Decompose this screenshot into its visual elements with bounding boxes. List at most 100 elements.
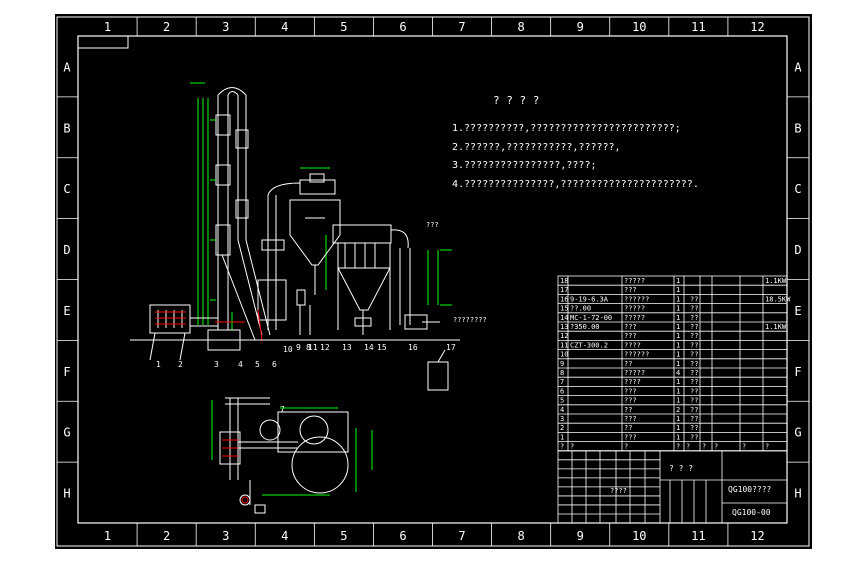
row-label-left: E: [63, 304, 70, 318]
parts-cell: 15: [560, 305, 568, 313]
parts-cell: 18: [560, 277, 568, 285]
parts-cell: 16: [560, 295, 568, 303]
row-label-left: D: [63, 243, 70, 257]
note-line-1: 1.??????????,????????????????????????;: [452, 123, 681, 134]
parts-cell: ???: [624, 286, 637, 294]
callout-4: 4: [238, 360, 243, 369]
column-label-top: 9: [577, 20, 584, 34]
dimension-lines: [160, 82, 452, 330]
column-label-bottom: 1: [104, 529, 111, 543]
parts-cell: 17: [560, 286, 568, 294]
callout-5: 5: [255, 360, 260, 369]
parts-header-cell: ?: [570, 443, 574, 451]
parts-cell: ??: [624, 424, 632, 432]
parts-header-cell: ?: [765, 443, 769, 451]
callout-6: 6: [272, 360, 277, 369]
column-label-top: 6: [399, 20, 406, 34]
air-heater: [149, 304, 218, 334]
cyclone-2: [289, 199, 341, 335]
parts-cell: ??: [690, 323, 698, 331]
drawing-title: QG100????: [728, 485, 772, 494]
parts-cell: ??: [690, 295, 698, 303]
callout-15: 15: [377, 343, 387, 352]
row-label-left: A: [63, 60, 71, 74]
plan-cyclone-circle: [299, 415, 329, 445]
row-label-right: D: [794, 243, 801, 257]
row-label-left: B: [63, 121, 70, 135]
row-label-right: C: [794, 182, 801, 196]
parts-header-cell: ?: [702, 443, 706, 451]
parts-header-cell: ?: [686, 443, 690, 451]
row-label-right: A: [794, 60, 802, 74]
exhaust-pipe: [390, 229, 440, 330]
parts-cell: 1: [676, 277, 680, 285]
parts-header-cell: ?: [742, 443, 746, 451]
column-label-bottom: 3: [222, 529, 229, 543]
plan-collector-circle: [291, 436, 349, 494]
parts-cell: ??: [690, 433, 698, 441]
parts-cell: 1.1KW: [765, 323, 787, 331]
parts-cell: ???: [624, 433, 637, 441]
parts-cell: 1: [676, 415, 680, 423]
column-label-bottom: 11: [691, 529, 705, 543]
column-label-top: 3: [222, 20, 229, 34]
parts-cell: 9: [560, 360, 564, 368]
parts-cell: 3: [560, 415, 564, 423]
side-label: ????????: [453, 316, 487, 324]
row-label-right: E: [794, 304, 801, 318]
column-label-bottom: 4: [281, 529, 288, 543]
parts-cell: ??: [690, 332, 698, 340]
parts-cell: 1: [676, 332, 680, 340]
callout-17: 17: [446, 343, 456, 352]
row-label-left: F: [63, 365, 70, 379]
callout-10: 10: [283, 345, 293, 354]
corner-box: [77, 35, 129, 49]
parts-cell: ???: [624, 415, 637, 423]
parts-cell: ??: [690, 314, 698, 322]
parts-cell: ??: [624, 406, 632, 414]
row-label-left: C: [63, 182, 70, 196]
plan-view: [211, 397, 373, 514]
parts-cell: 1: [676, 351, 680, 359]
parts-cell: 11: [560, 341, 568, 349]
column-label-top: 12: [750, 20, 764, 34]
parts-cell: 4: [560, 406, 564, 414]
parts-cell: ??: [690, 387, 698, 395]
column-label-bottom: 9: [577, 529, 584, 543]
parts-cell: ??: [690, 369, 698, 377]
parts-cell: ??: [690, 424, 698, 432]
parts-cell: ?????: [624, 369, 645, 377]
row-label-left: H: [63, 487, 70, 501]
parts-cell: ??: [690, 360, 698, 368]
parts-cell: ?????: [624, 305, 645, 313]
parts-cell: ??????: [624, 351, 649, 359]
column-label-bottom: 7: [458, 529, 465, 543]
parts-cell: 1: [676, 433, 680, 441]
parts-cell: 10: [560, 351, 568, 359]
parts-cell: 13: [560, 323, 568, 331]
callout-12: 12: [320, 343, 330, 352]
parts-cell: CZT-300.2: [570, 341, 608, 349]
parts-list-grid: [557, 275, 788, 524]
callout-8: 8: [306, 343, 311, 352]
red-hatching: [155, 309, 263, 341]
callout-16: 16: [408, 343, 418, 352]
parts-cell: ??????: [624, 295, 649, 303]
parts-cell: ??: [690, 305, 698, 313]
note-line-2: 2.??????,???????????,??????,: [452, 142, 621, 153]
parts-cell: 14: [560, 314, 568, 322]
parts-cell: 12: [560, 332, 568, 340]
plan-cyclone-small: [259, 419, 281, 441]
parts-cell: ??: [690, 406, 698, 414]
parts-cell: 1: [676, 424, 680, 432]
parts-cell: 18.5KW: [765, 295, 791, 303]
parts-cell: ??: [690, 341, 698, 349]
parts-cell: ?????: [624, 277, 645, 285]
outer-border: [56, 16, 810, 547]
parts-cell: 7: [560, 378, 564, 386]
row-label-right: G: [794, 426, 801, 440]
